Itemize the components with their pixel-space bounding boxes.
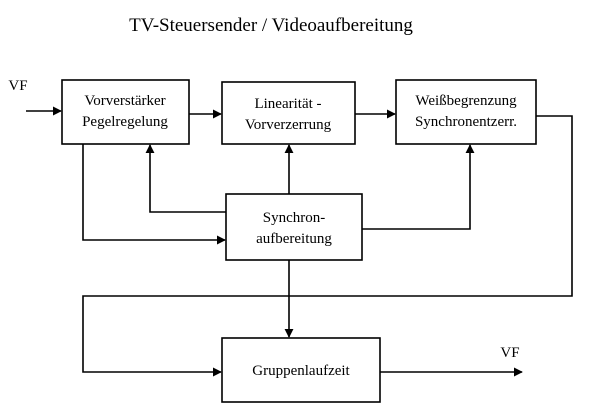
block-linearitaet-line1: Linearität - <box>254 96 321 112</box>
output-label: VF <box>500 345 519 361</box>
block-gruppenlaufzeit-line1: Gruppenlaufzeit <box>252 363 350 379</box>
block-synchron-line2: aufbereitung <box>256 231 332 247</box>
block-linearitaet: Linearität - Vorverzerrung <box>221 81 356 145</box>
block-gruppenlaufzeit-box <box>221 337 381 403</box>
input-label: VF <box>8 78 27 94</box>
block-linearitaet-box <box>221 81 356 145</box>
arrow-synchron-to-vorverstaerker <box>145 144 226 213</box>
diagram-title: TV-Steuersender / Videoaufbereitung <box>129 15 413 36</box>
block-synchron: Synchron- aufbereitung <box>225 193 363 261</box>
block-synchron-box <box>225 193 363 261</box>
block-weissbegrenzung: Weißbegrenzung Synchronentzerr. <box>395 79 537 145</box>
block-weissbegrenzung-box <box>395 79 537 145</box>
block-weissbegrenzung-line1: Weißbegrenzung <box>415 93 517 109</box>
arrow-weissbegrenzung-to-gruppenlaufzeit <box>82 115 573 377</box>
block-linearitaet-line2: Vorverzerrung <box>245 117 332 133</box>
block-vorverstaerker: Vorverstärker Pegelregelung <box>61 79 190 145</box>
block-weissbegrenzung-line2: Synchronentzerr. <box>415 114 517 130</box>
block-vorverstaerker-line1: Vorverstärker <box>84 93 165 109</box>
block-gruppenlaufzeit: Gruppenlaufzeit <box>221 337 381 403</box>
block-vorverstaerker-line2: Pegelregelung <box>82 114 168 130</box>
arrow-synchron-to-weissbegrenzung <box>362 144 475 230</box>
arrow-vorverstaerker-to-synchron <box>82 144 226 245</box>
block-synchron-line1: Synchron- <box>263 210 326 226</box>
block-vorverstaerker-box <box>61 79 190 145</box>
